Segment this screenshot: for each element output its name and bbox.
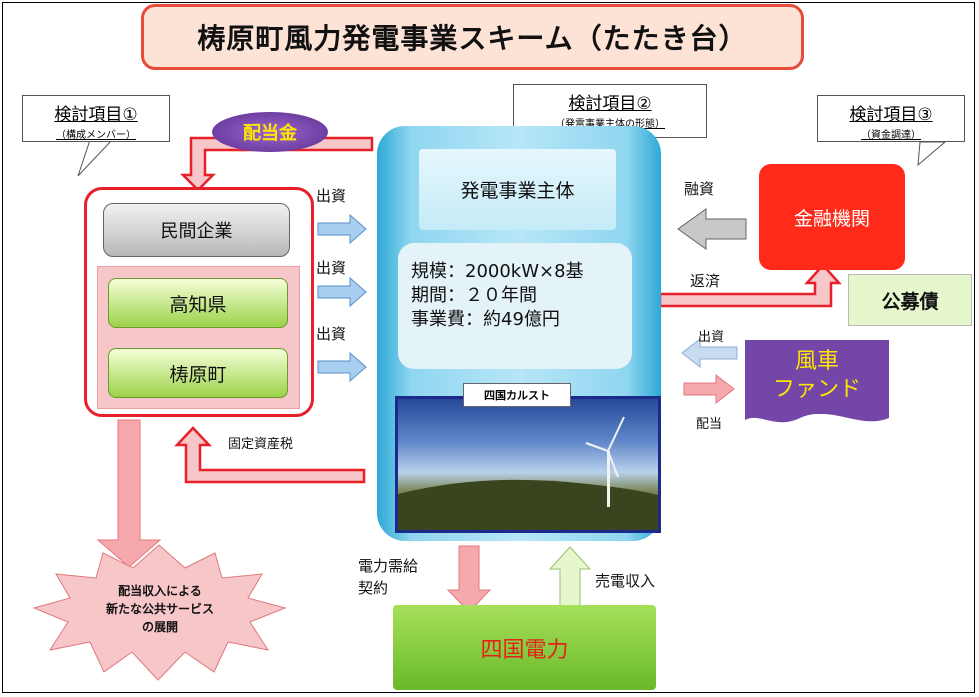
invest-label-2: 出資 [316,259,347,277]
loan-arrow [677,208,747,250]
photo-caption: 四国カルスト [463,383,571,407]
invest-arrow-1 [317,213,367,245]
karst-photo [395,396,661,533]
shikoku-electric-box: 四国電力 [393,605,656,690]
public-service-starburst [32,544,287,681]
outcome-arrow [96,419,162,568]
sales-income-label: 売電収入 [595,572,656,590]
fund-name-line2: ファンド [772,377,861,402]
fund-name-line1: 風車 [794,349,839,374]
invest-label-1: 出資 [316,187,347,205]
fixed-asset-tax-arrow [174,426,366,484]
power-contract-line1: 電力需給 [358,557,419,575]
dividend-oval: 配当金 [212,112,328,152]
power-contract-arrow [446,545,492,613]
fund-banner-wave [745,412,889,423]
sales-income-arrow [548,546,592,613]
callout-item-3-sub: （資金調達） [861,130,921,141]
page-title: 梼原町風力発電事業スキーム（たたき台） [141,4,804,70]
invest-arrow-2 [317,276,367,308]
callout-item-3: 検討項目③ （資金調達） [817,95,965,142]
callout-item-1: 検討項目① （構成メンバー） [22,95,170,142]
fund-dividend-arrow [683,373,735,405]
invest-arrow-3 [317,351,367,383]
spec-cost: 事業費：約49億円 [411,309,560,330]
power-contract-label: 電力需給 契約 [358,555,418,599]
financial-institution-box: 金融機関 [759,164,905,270]
callout-item-2-sub: （発電事業主体の形態） [555,119,665,130]
public-bond-note: 公募債 [848,274,972,326]
town-box: 梼原町 [108,348,288,398]
entity-name-box: 発電事業主体 [419,149,616,230]
starburst-line3: の展開 [141,620,178,634]
power-contract-line2: 契約 [358,579,389,597]
prefecture-box: 高知県 [108,278,288,328]
callout-item-1-heading: 検討項目① [54,105,138,125]
wind-fund-banner: 風車 ファンド [745,340,889,414]
fund-dividend-label: 配当 [696,417,723,432]
fund-invest-arrow [681,337,738,369]
starburst-line2: 新たな公共サービス [105,602,214,616]
starburst-line1: 配当収入による [118,584,202,598]
loan-label: 融資 [684,180,715,198]
callout-item-3-heading: 検討項目③ [849,105,933,125]
starburst-text: 配当収入による 新たな公共サービス の展開 [60,582,260,636]
repayment-arrow [658,263,842,308]
spec-period: 期間：２０年間 [411,285,537,306]
fixed-asset-tax-label: 固定資産税 [228,437,294,452]
callout-item-1-sub: （構成メンバー） [56,130,136,141]
fund-invest-label: 出資 [698,330,725,345]
wind-turbine-icon [398,416,658,530]
invest-label-3: 出資 [316,325,347,343]
private-company-box: 民間企業 [103,203,290,257]
entity-spec-box: 規模：2000kW×8基 期間：２０年間 事業費：約49億円 [398,243,632,369]
callout-item-2-heading: 検討項目② [568,94,652,114]
spec-scale: 規模：2000kW×8基 [411,261,584,282]
repay-label: 返済 [690,272,721,290]
